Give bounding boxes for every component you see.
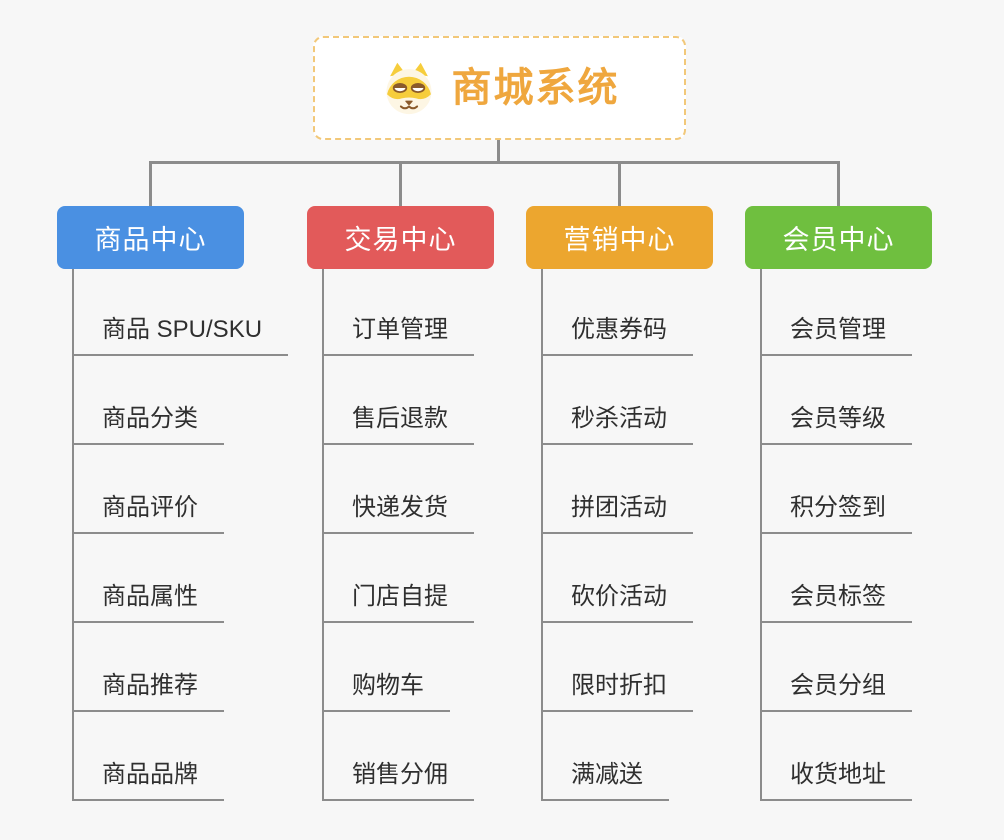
leaf-node[interactable]: 拼团活动 xyxy=(541,493,693,534)
connector-trunk-member-center xyxy=(760,269,762,800)
root-title: 商城系统 xyxy=(451,66,620,110)
leaf-node[interactable]: 购物车 xyxy=(322,671,450,712)
leaf-node[interactable]: 限时折扣 xyxy=(541,671,693,712)
leaf-node[interactable]: 会员等级 xyxy=(760,404,912,445)
branch-node-trade-center[interactable]: 交易中心 xyxy=(307,206,494,269)
leaf-node[interactable]: 商品 SPU/SKU xyxy=(72,315,289,356)
connector-drop-products xyxy=(149,161,152,207)
dog-face-icon xyxy=(380,61,438,115)
root-node-mall-system[interactable]: 商城系统 xyxy=(313,36,686,140)
leaf-node[interactable]: 商品属性 xyxy=(72,582,224,623)
leaf-node[interactable]: 快递发货 xyxy=(322,493,474,534)
leaf-node[interactable]: 优惠券码 xyxy=(541,315,693,356)
leaf-node[interactable]: 积分签到 xyxy=(760,493,912,534)
leaf-node[interactable]: 砍价活动 xyxy=(541,582,693,623)
branch-node-member-center[interactable]: 会员中心 xyxy=(745,206,932,269)
connector-root-stem xyxy=(497,140,500,163)
connector-drop-trade xyxy=(399,161,402,207)
connector-bus xyxy=(149,161,840,164)
connector-drop-marketing xyxy=(618,161,621,207)
leaf-node[interactable]: 满减送 xyxy=(541,760,669,801)
connector-trunk-trade-center xyxy=(322,269,324,800)
branch-label: 交易中心 xyxy=(344,225,457,255)
branch-node-marketing-center[interactable]: 营销中心 xyxy=(526,206,713,269)
connector-drop-members xyxy=(837,161,840,207)
leaf-node[interactable]: 收货地址 xyxy=(760,760,912,801)
branch-label: 营销中心 xyxy=(563,225,676,255)
leaf-node[interactable]: 订单管理 xyxy=(322,315,474,356)
leaf-node[interactable]: 会员分组 xyxy=(760,671,912,712)
leaf-node[interactable]: 商品分类 xyxy=(72,404,224,445)
leaf-node[interactable]: 秒杀活动 xyxy=(541,404,693,445)
branch-label: 商品中心 xyxy=(94,225,207,255)
leaf-node[interactable]: 会员标签 xyxy=(760,582,912,623)
connector-trunk-marketing-center xyxy=(541,269,543,800)
leaf-node[interactable]: 商品品牌 xyxy=(72,760,224,801)
branch-label: 会员中心 xyxy=(782,225,895,255)
leaf-node[interactable]: 商品评价 xyxy=(72,493,224,534)
leaf-node[interactable]: 商品推荐 xyxy=(72,671,224,712)
branch-node-product-center[interactable]: 商品中心 xyxy=(57,206,244,269)
leaf-node[interactable]: 售后退款 xyxy=(322,404,474,445)
leaf-node[interactable]: 门店自提 xyxy=(322,582,474,623)
leaf-node[interactable]: 销售分佣 xyxy=(322,760,474,801)
leaf-node[interactable]: 会员管理 xyxy=(760,315,912,356)
connector-trunk-product-center xyxy=(72,269,74,800)
